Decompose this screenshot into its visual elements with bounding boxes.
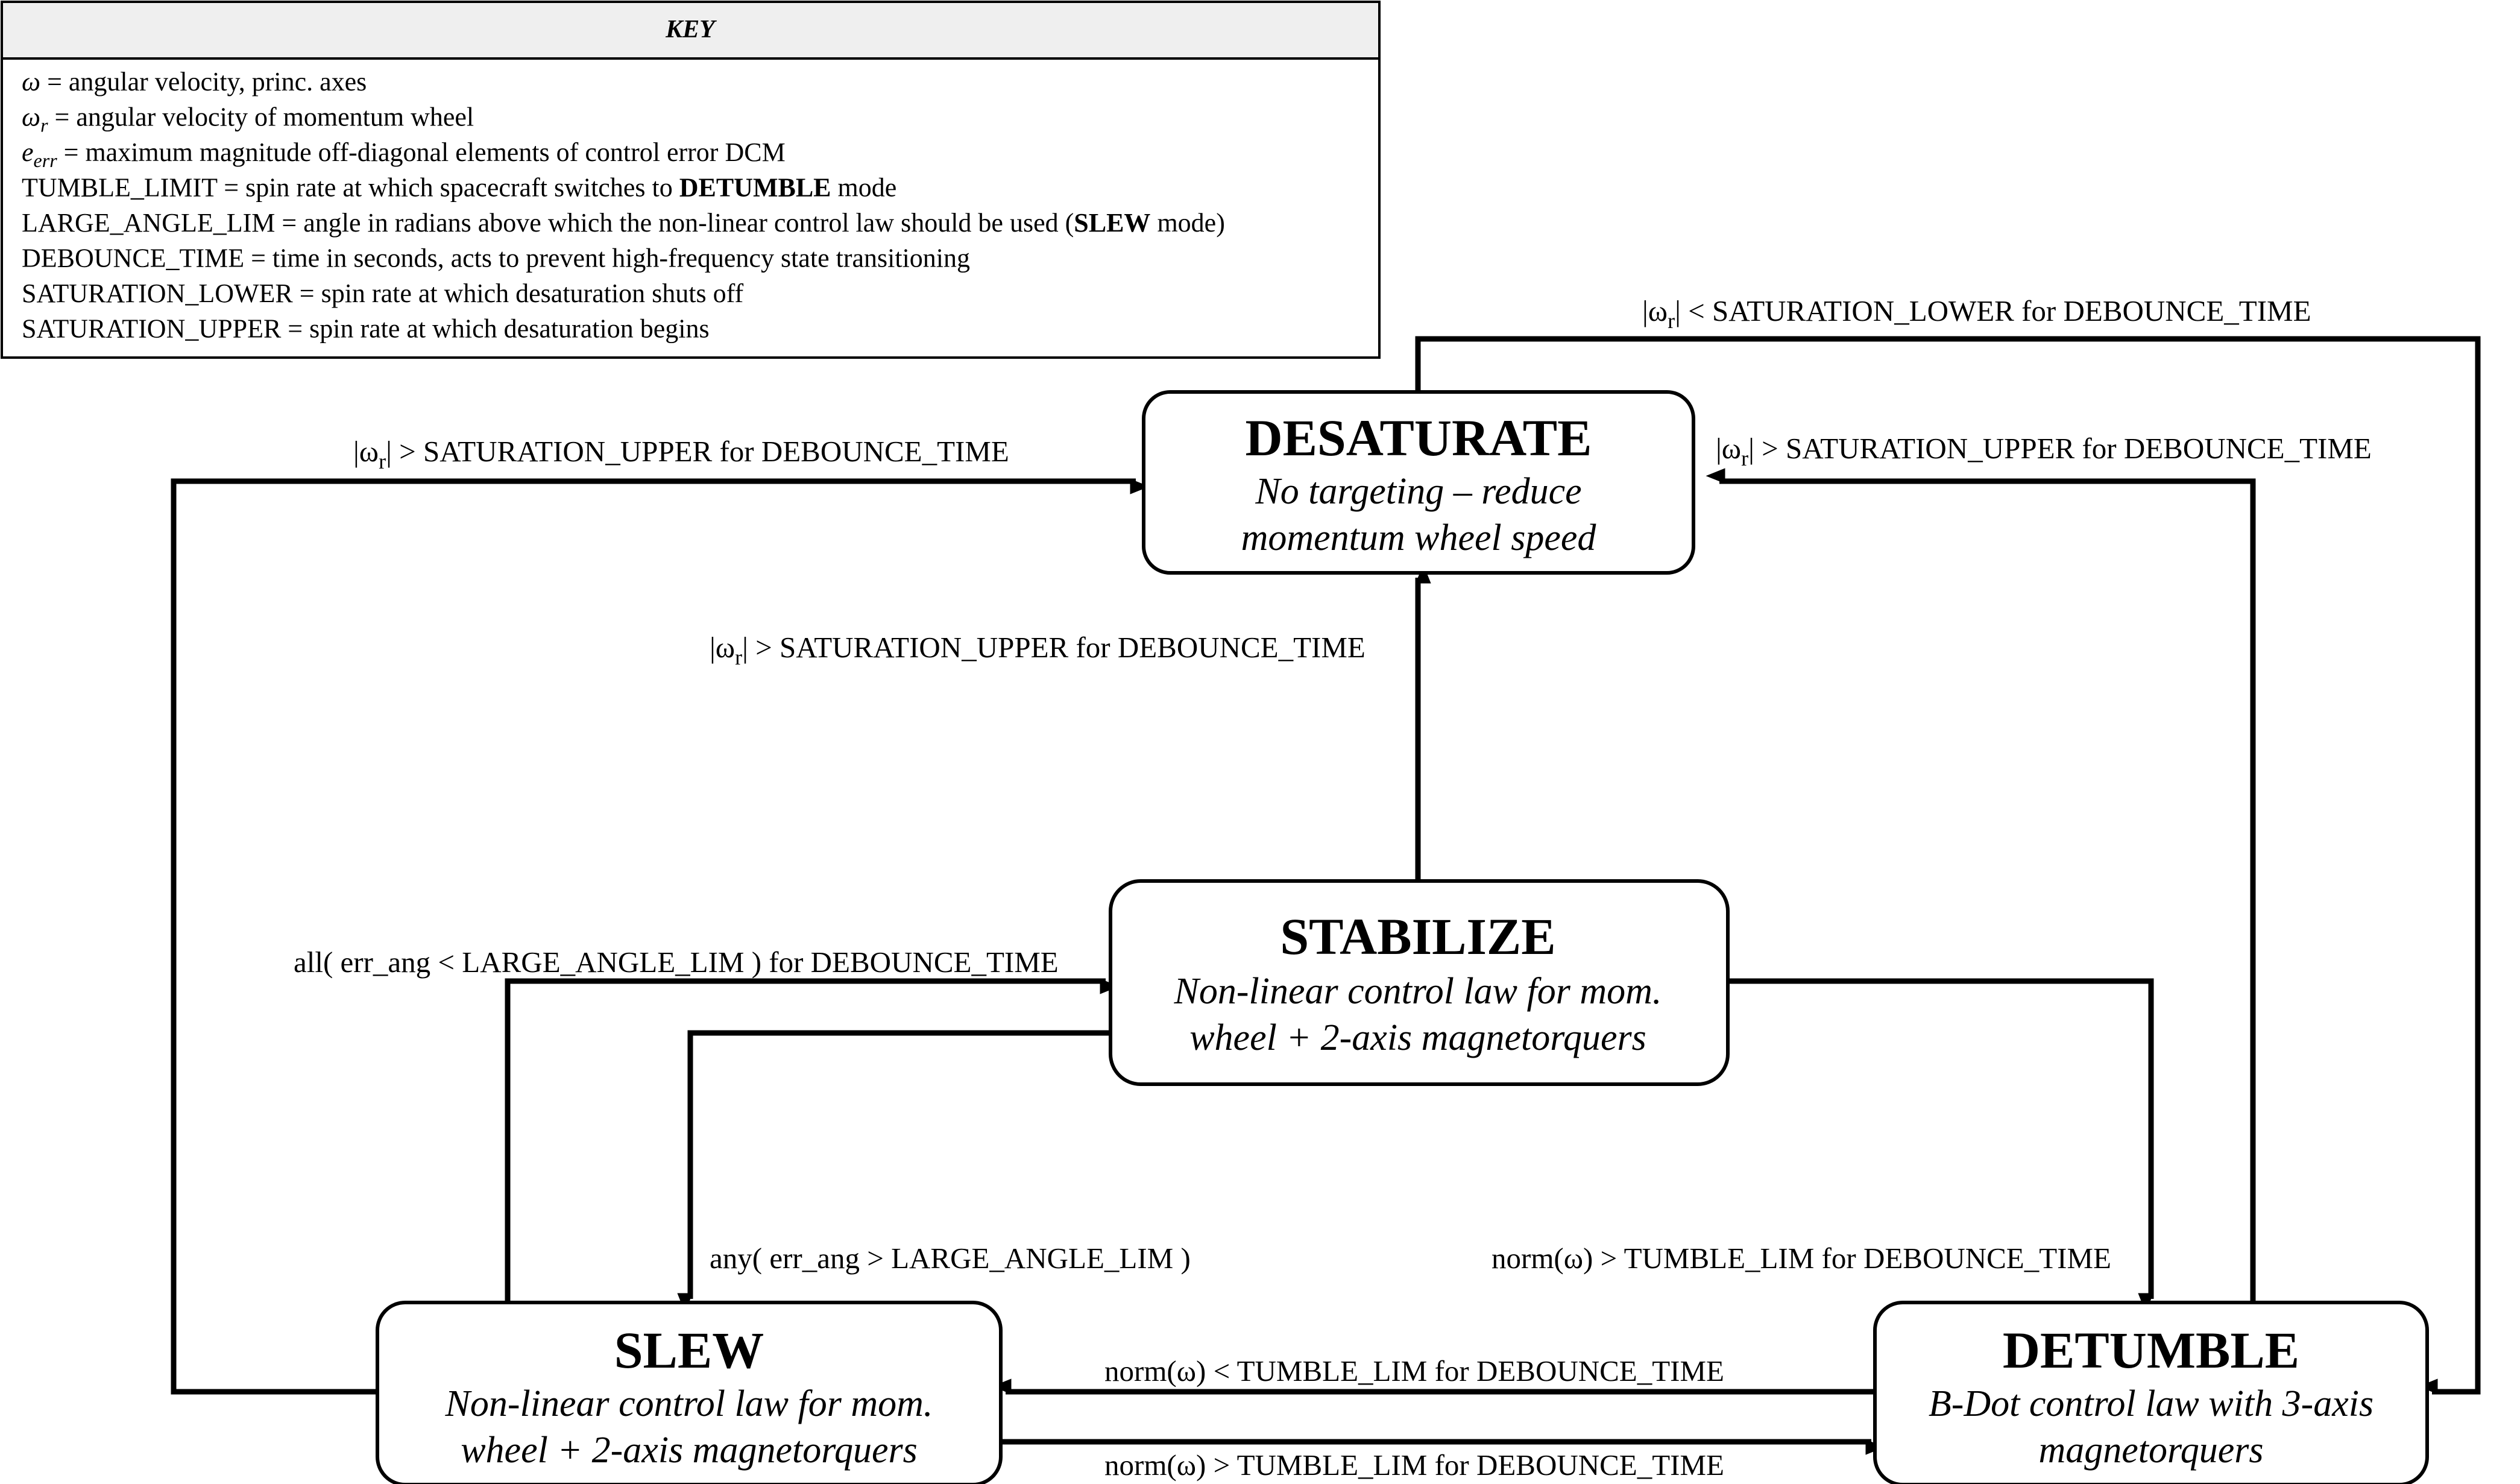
state-desaturate-title: DESATURATE — [1245, 409, 1592, 467]
label-stabilize-to-desaturate: |ωr| > SATURATION_UPPER for DEBOUNCE_TIM… — [710, 631, 1366, 669]
transition-labels: |ωr| < SATURATION_LOWER for DEBOUNCE_TIM… — [294, 294, 2372, 1482]
edge-detumble-to-desaturate — [1706, 468, 2256, 1302]
state-detumble[interactable]: DETUMBLE B-Dot control law with 3-axis m… — [1873, 1301, 2429, 1484]
state-slew-desc-line1: Non-linear control law for mom. — [445, 1383, 933, 1424]
label-detumble-to-desaturate-lower: |ωr| < SATURATION_LOWER for DEBOUNCE_TIM… — [1642, 294, 2311, 333]
key-line: SATURATION_UPPER = spin rate at which de… — [22, 314, 710, 344]
state-slew[interactable]: SLEW Non-linear control law for mom. whe… — [376, 1301, 1003, 1484]
key-title: KEY — [665, 16, 717, 43]
edge-slew-to-stabilize — [505, 978, 1120, 1302]
key-line: TUMBLE_LIMIT = spin rate at which spacec… — [22, 173, 896, 203]
key-line: LARGE_ANGLE_LIM = angle in radians above… — [22, 208, 1225, 238]
edge-stabilize-to-slew — [677, 1030, 1110, 1313]
label-slew-to-detumble: norm(ω) > TUMBLE_LIM for DEBOUNCE_TIME — [1104, 1448, 1724, 1482]
label-detumble-to-desaturate: |ωr| > SATURATION_UPPER for DEBOUNCE_TIM… — [1716, 432, 2372, 470]
state-stabilize[interactable]: STABILIZE Non-linear control law for mom… — [1109, 879, 1730, 1086]
key-line: ω = angular velocity, princ. axes — [22, 67, 367, 96]
state-stabilize-title: STABILIZE — [1280, 908, 1555, 965]
key-line: DEBOUNCE_TIME = time in seconds, acts to… — [22, 244, 970, 273]
label-stabilize-to-detumble: norm(ω) > TUMBLE_LIM for DEBOUNCE_TIME — [1492, 1242, 2111, 1275]
label-detumble-to-slew: norm(ω) < TUMBLE_LIM for DEBOUNCE_TIME — [1104, 1354, 1724, 1388]
edge-detumble-to-desaturate-lower — [1415, 336, 2481, 1395]
key-line: ωr = angular velocity of momentum wheel — [22, 103, 474, 136]
key-line: SATURATION_LOWER = spin rate at which de… — [22, 279, 744, 308]
state-desaturate-desc-line2: momentum wheel speed — [1241, 517, 1597, 558]
state-detumble-desc-line2: magnetorquers — [2038, 1430, 2263, 1471]
label-stabilize-to-slew: any( err_ang > LARGE_ANGLE_LIM ) — [710, 1242, 1191, 1275]
state-desaturate[interactable]: DESATURATE No targeting – reduce momentu… — [1142, 390, 1695, 575]
label-slew-to-desaturate: |ωr| > SATURATION_UPPER for DEBOUNCE_TIM… — [353, 435, 1009, 473]
edge-stabilize-to-detumble — [1728, 978, 2154, 1313]
key-lines: ω = angular velocity, princ. axes ωr = an… — [22, 67, 1225, 344]
state-stabilize-desc-line2: wheel + 2-axis magnetorquers — [1189, 1017, 1646, 1058]
edge-slew-to-desaturate — [171, 478, 1150, 1395]
state-slew-title: SLEW — [614, 1321, 764, 1379]
key-line: eerr = maximum magnitude off-diagonal el… — [22, 137, 786, 171]
state-slew-desc-line2: wheel + 2-axis magnetorquers — [461, 1430, 918, 1471]
state-detumble-desc-line1: B-Dot control law with 3-axis — [1929, 1383, 2374, 1424]
label-slew-to-stabilize: all( err_ang < LARGE_ANGLE_LIM ) for DEB… — [294, 946, 1059, 979]
state-stabilize-desc-line1: Non-linear control law for mom. — [1174, 971, 1662, 1012]
state-detumble-title: DETUMBLE — [2003, 1321, 2299, 1379]
transition-edges — [171, 336, 2481, 1455]
state-desaturate-desc-line1: No targeting – reduce — [1255, 471, 1581, 512]
key-panel: KEY ω = angular velocity, princ. axes ωr … — [1, 1, 1381, 359]
